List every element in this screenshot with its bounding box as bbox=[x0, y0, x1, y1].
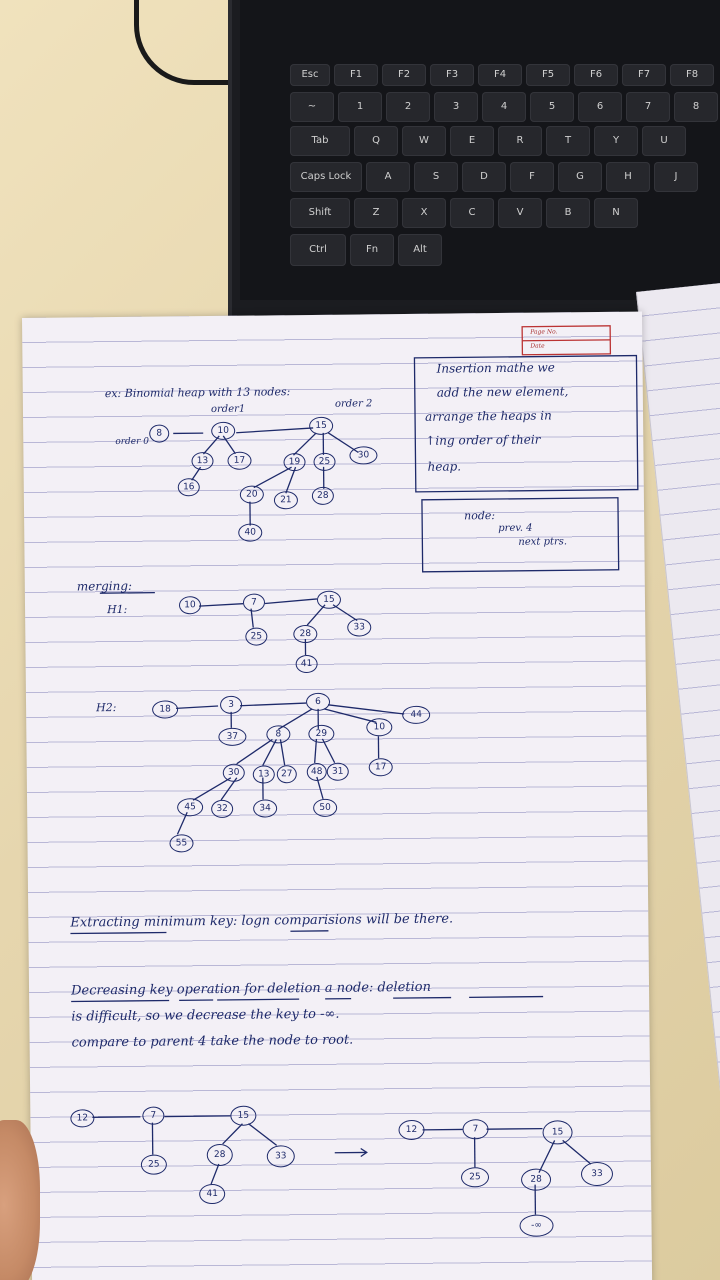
order1-label: order1 bbox=[210, 403, 246, 416]
keyboard-key: 5 bbox=[530, 92, 574, 122]
keyboard-key: Alt bbox=[398, 234, 442, 266]
decrease-key-line-3: compare to parent 4 take the node to roo… bbox=[71, 1032, 354, 1051]
keyboard-key: F2 bbox=[382, 64, 426, 86]
keyboard-key: 4 bbox=[482, 92, 526, 122]
keyboard-key: U bbox=[642, 126, 686, 156]
keyboard-key: V bbox=[498, 198, 542, 228]
page-no-label: Page No. bbox=[530, 328, 558, 336]
node-box-line-2: prev. 4 bbox=[498, 522, 533, 535]
keyboard-key: H bbox=[606, 162, 650, 192]
insertion-line-3: arrange the heaps in bbox=[424, 408, 552, 424]
keyboard-key: E bbox=[450, 126, 494, 156]
keyboard-key: Z bbox=[354, 198, 398, 228]
keyboard-key: N bbox=[594, 198, 638, 228]
date-label: Date bbox=[530, 342, 545, 350]
tree-node: 27 bbox=[276, 765, 297, 784]
insertion-line-1: Insertion mathe we bbox=[436, 360, 555, 376]
keyboard-key: Tab bbox=[290, 126, 350, 156]
keyboard-key: D bbox=[462, 162, 506, 192]
keyboard-key: G bbox=[558, 162, 602, 192]
laptop-cable bbox=[134, 0, 234, 85]
keyboard-key: C bbox=[450, 198, 494, 228]
keyboard-key: Ctrl bbox=[290, 234, 346, 266]
node-box-line-3: next ptrs. bbox=[518, 536, 568, 548]
keyboard-key: W bbox=[402, 126, 446, 156]
keyboard-key: 6 bbox=[578, 92, 622, 122]
tree-node: 13 bbox=[191, 452, 214, 471]
decrease-key-line-2: is difficult, so we decrease the key to … bbox=[71, 1006, 340, 1025]
keyboard-key: 1 bbox=[338, 92, 382, 122]
tree-node: 3 bbox=[219, 695, 243, 714]
keyboard-key: B bbox=[546, 198, 590, 228]
keyboard-key: Q bbox=[354, 126, 398, 156]
keyboard-key: Caps Lock bbox=[290, 162, 362, 192]
keyboard-key: 2 bbox=[386, 92, 430, 122]
tree-node: 41 bbox=[295, 654, 318, 674]
merging-heading: merging: bbox=[76, 578, 133, 594]
tree-node: 48 bbox=[306, 762, 327, 782]
tree-node: 32 bbox=[211, 799, 234, 819]
keyboard-key: F4 bbox=[478, 64, 522, 86]
keyboard-key: 3 bbox=[434, 92, 478, 122]
keyboard-key: Y bbox=[594, 126, 638, 156]
keyboard-key: F1 bbox=[334, 64, 378, 86]
tree-node: 10 bbox=[178, 596, 202, 615]
tree-node: 13 bbox=[252, 765, 275, 784]
node-box-line-1: node: bbox=[464, 509, 496, 523]
keyboard-key: X bbox=[402, 198, 446, 228]
tree-node: 21 bbox=[273, 491, 299, 510]
keyboard-key: F6 bbox=[574, 64, 618, 86]
example-title: ex: Binomial heap with 13 nodes: bbox=[104, 385, 291, 401]
keyboard-key: F5 bbox=[526, 64, 570, 86]
keyboard-key: F bbox=[510, 162, 554, 192]
tree-node: 8 bbox=[149, 424, 170, 443]
keyboard-key: J bbox=[654, 162, 698, 192]
keyboard-key: T bbox=[546, 126, 590, 156]
tree-node: 7 bbox=[242, 593, 266, 612]
keyboard-key: Esc bbox=[290, 64, 330, 86]
order2-label: order 2 bbox=[334, 398, 373, 410]
keyboard-key: F7 bbox=[622, 64, 666, 86]
insertion-line-2: add the new element, bbox=[436, 384, 569, 400]
order0-label: order 0 bbox=[115, 436, 150, 448]
tree-edges bbox=[70, 325, 639, 1215]
h1-label: H1: bbox=[106, 602, 128, 617]
thumb bbox=[0, 1120, 40, 1280]
keyboard-key: 8 bbox=[674, 92, 718, 122]
insertion-line-5: heap. bbox=[427, 459, 462, 474]
keyboard-key: Fn bbox=[350, 234, 394, 266]
h2-label: H2: bbox=[96, 701, 117, 715]
keyboard-key: S bbox=[414, 162, 458, 192]
keyboard-key: A bbox=[366, 162, 410, 192]
keyboard-key: Shift bbox=[290, 198, 350, 228]
keyboard-key: ~ bbox=[290, 92, 334, 122]
keyboard-key: R bbox=[498, 126, 542, 156]
insertion-line-4: ↑ing order of their bbox=[425, 432, 541, 448]
keyboard-key: F3 bbox=[430, 64, 474, 86]
notebook-page: Page No. Date ex: Binomial heap with 13 … bbox=[22, 311, 653, 1280]
keyboard-key: 7 bbox=[626, 92, 670, 122]
keyboard-key: F8 bbox=[670, 64, 714, 86]
